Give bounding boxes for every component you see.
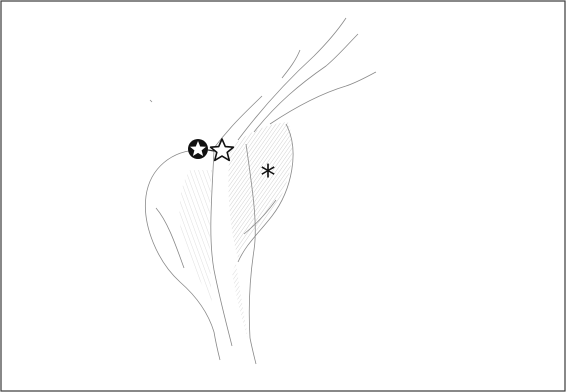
- black-star-marker: [188, 139, 208, 159]
- asterisk-marker: *: [261, 159, 276, 194]
